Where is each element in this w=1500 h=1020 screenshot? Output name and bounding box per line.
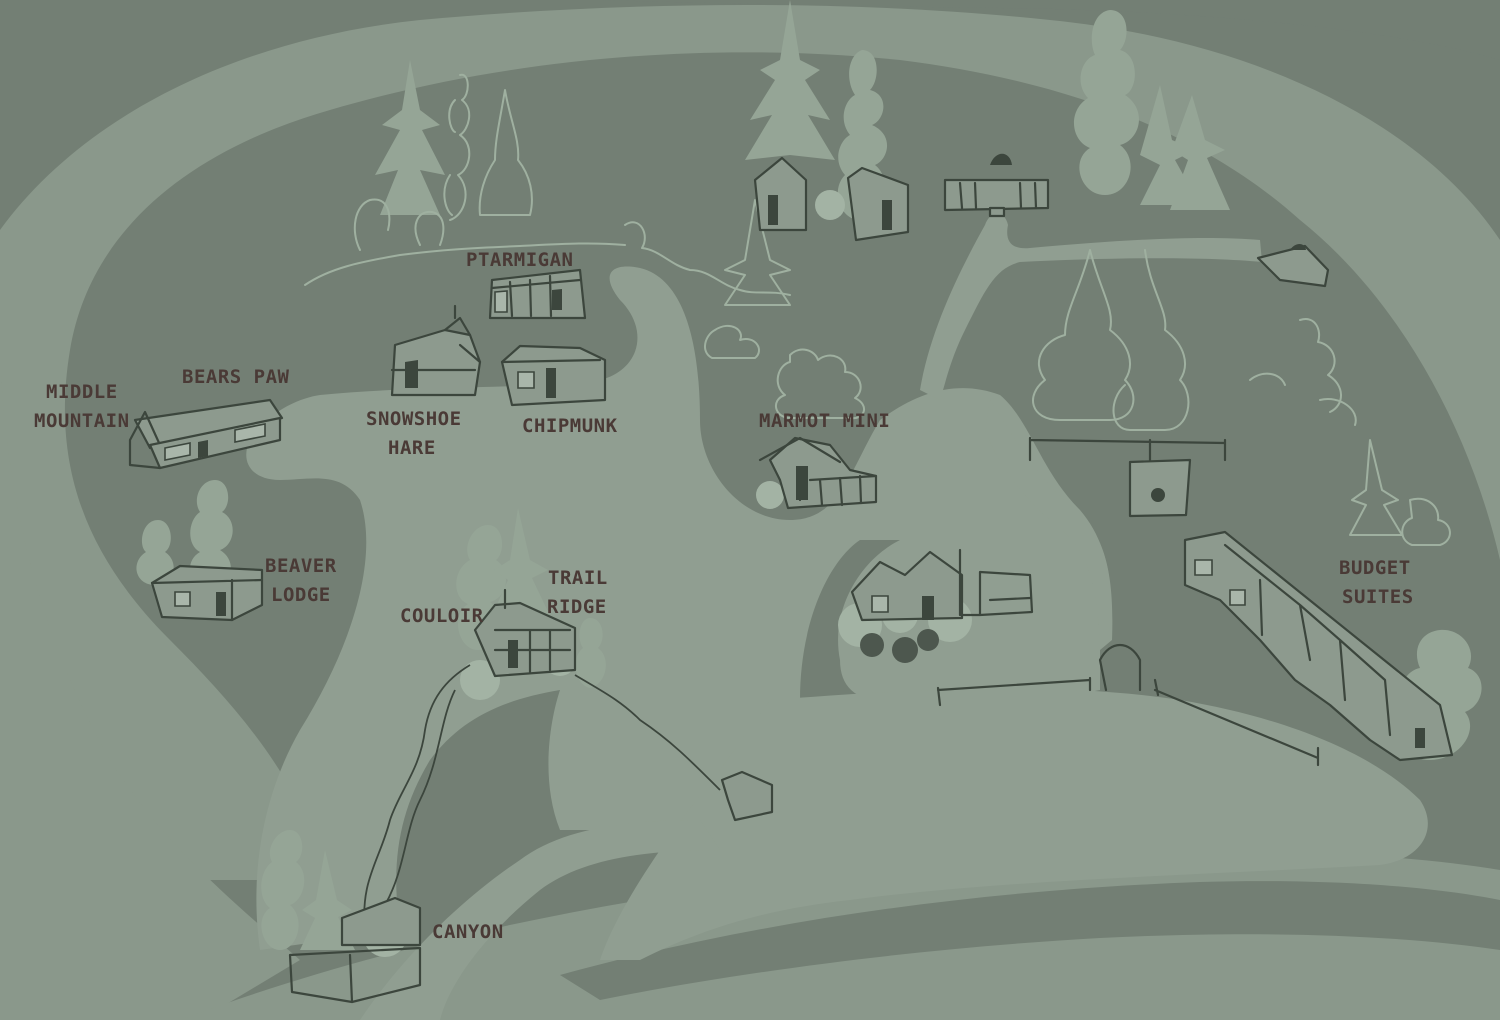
shrub <box>815 190 845 220</box>
outline-tree-cluster-east <box>1032 249 1451 546</box>
building-trail-ridge[interactable] <box>473 588 577 678</box>
trail-north-loop <box>920 213 1262 400</box>
pine-tree-cluster-top-right <box>1073 10 1230 210</box>
outline-tree <box>443 73 471 221</box>
shrub <box>756 481 784 509</box>
outer-trail-left <box>0 230 300 1020</box>
label-canyon: CANYON <box>432 921 504 943</box>
pine-tree <box>1140 85 1200 205</box>
top-dark-band <box>600 0 1500 60</box>
outline-tree <box>304 198 626 286</box>
building-fire-pavilion[interactable] <box>943 153 1050 218</box>
trail-inner-spur <box>985 400 1113 650</box>
building-marmot-mini[interactable] <box>758 436 878 510</box>
trail-west-plaza <box>246 266 1111 950</box>
building-budget-suites[interactable] <box>1183 530 1454 762</box>
label-beaver-lodge-2: LODGE <box>271 584 331 606</box>
outline-tree-cluster-top-left <box>304 73 626 286</box>
trail-east-lower <box>600 688 1428 960</box>
pine-tree <box>1073 10 1139 195</box>
outline-tree <box>1249 318 1403 536</box>
fences <box>936 644 1320 767</box>
label-couloir: COULOIR <box>400 605 484 627</box>
outline-tree <box>1032 249 1135 421</box>
building-center-cottage[interactable] <box>850 548 1034 622</box>
outline-tree <box>478 89 533 216</box>
label-snowshoe-hare-1: SNOWSHOE <box>366 408 462 430</box>
dark-shrub <box>892 637 918 663</box>
dark-shrub <box>917 629 939 651</box>
outer-trail-ring <box>0 5 1500 880</box>
building-snowshoe-hare[interactable] <box>390 304 482 397</box>
label-budget-suites-2: SUITES <box>1342 586 1414 608</box>
label-trail-ridge-2: RIDGE <box>547 596 607 618</box>
building-hut-lower[interactable] <box>720 770 774 822</box>
label-chipmunk: CHIPMUNK <box>522 415 618 437</box>
pine-tree <box>189 480 233 590</box>
outline-tree <box>724 199 791 306</box>
outline-tree <box>775 348 865 420</box>
label-marmot-mini: MARMOT MINI <box>759 410 890 432</box>
bottom-dark-strip <box>560 881 1500 1000</box>
label-middle-mountain-1: MIDDLE <box>46 381 118 403</box>
label-snowshoe-hare-2: HARE <box>388 437 436 459</box>
label-beaver-lodge-1: BEAVER <box>265 555 337 577</box>
pine-tree <box>745 0 835 160</box>
outline-tree <box>704 324 760 359</box>
outline-tree <box>624 221 791 296</box>
building-right-pavilion[interactable] <box>1256 244 1330 288</box>
label-budget-suites-1: BUDGET <box>1339 557 1411 579</box>
building-chipmunk[interactable] <box>500 344 607 407</box>
pine-tree <box>136 520 174 585</box>
outline-tree <box>1401 497 1451 546</box>
building-bears-paw[interactable] <box>128 398 284 470</box>
cliff-face <box>363 664 721 931</box>
label-ptarmigan: PTARMIGAN <box>466 249 573 271</box>
pine-tree <box>1170 95 1230 210</box>
dark-shrub <box>860 633 884 657</box>
label-trail-ridge-1: TRAIL <box>548 567 608 589</box>
building-beaver-lodge[interactable] <box>150 564 264 622</box>
cabin-labels: MIDDLE MOUNTAIN BEARS PAW PTARMIGAN SNOW… <box>34 249 1414 943</box>
building-bbq-shelter[interactable] <box>1028 436 1227 518</box>
trail-canyon-spur <box>360 820 720 1020</box>
outline-tree <box>1112 249 1190 431</box>
pine-tree <box>575 618 606 688</box>
label-middle-mountain-2: MOUNTAIN <box>34 410 130 432</box>
building-top-shed-2[interactable] <box>846 166 910 242</box>
building-canyon[interactable] <box>288 896 422 1004</box>
outline-tree-cluster-center <box>624 199 865 420</box>
pine-tree <box>375 60 445 215</box>
shrub <box>460 660 500 700</box>
building-ptarmigan[interactable] <box>488 268 587 320</box>
building-top-shed-1[interactable] <box>753 156 808 232</box>
label-bears-paw: BEARS PAW <box>182 366 290 388</box>
pine-tree <box>261 830 305 950</box>
